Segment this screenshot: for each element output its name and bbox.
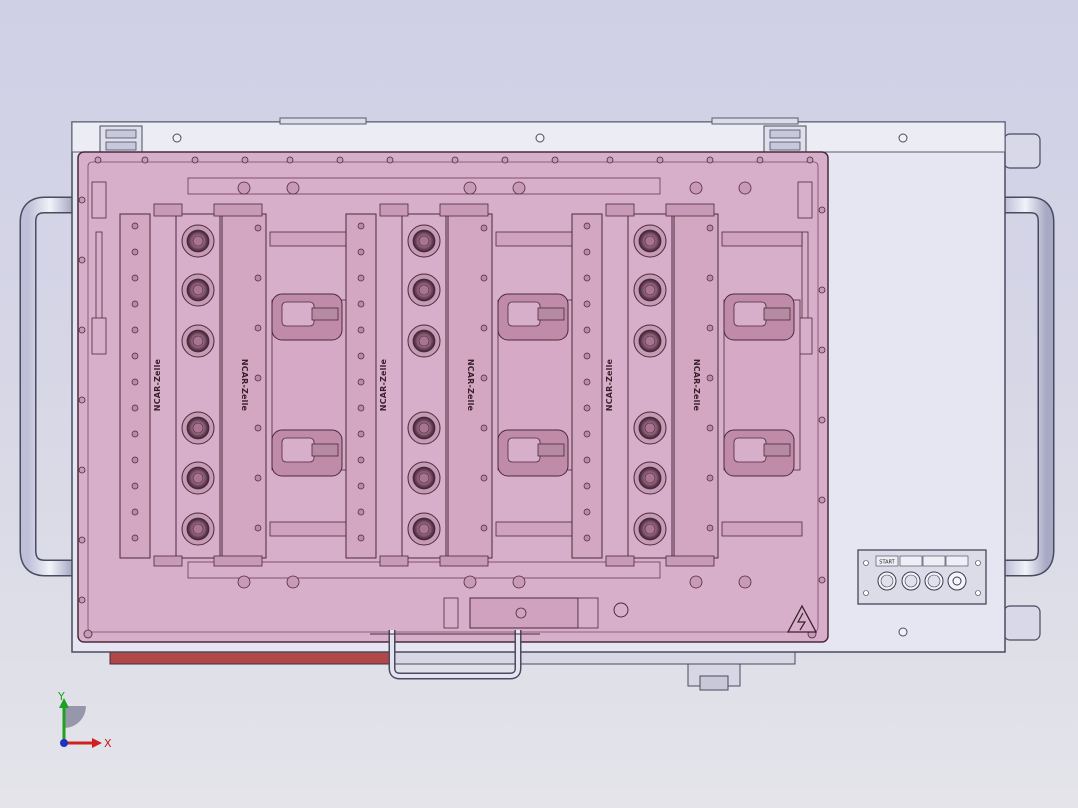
center-connector-block (443, 597, 629, 629)
front-tube-handle (370, 630, 540, 680)
cell-label: NCAR-Zelle (466, 359, 475, 412)
panel-button-3[interactable] (922, 555, 946, 591)
cell-module-1: NCAR-Zelle NCAR-Zelle (119, 181, 351, 589)
cell-label: NCAR-Zelle (379, 358, 388, 411)
axis-y-label: Y (57, 690, 65, 703)
start-button[interactable]: START (875, 555, 899, 591)
cell-label: NCAR-Zelle (153, 358, 162, 411)
plate-bolts (78, 156, 826, 639)
hinge-right (763, 125, 807, 155)
bottom-rail (109, 649, 796, 691)
cell-label: NCAR-Zelle (605, 358, 614, 411)
cell-module-2: NCAR-Zelle NCAR-Zelle (345, 181, 577, 589)
left-latch (91, 181, 107, 355)
cell-label: NCAR-Zelle (240, 359, 249, 412)
axis-triad: Y X (57, 690, 112, 750)
high-voltage-warning-icon (786, 604, 818, 633)
cell-label: NCAR-Zelle (692, 359, 701, 412)
left-carry-handle (19, 196, 72, 577)
panel-button-2[interactable] (899, 555, 923, 591)
hinge-left (99, 125, 143, 155)
panel-indicator-lamp[interactable] (945, 555, 969, 591)
axis-x-label: X (104, 737, 112, 750)
housing-screws (172, 133, 908, 637)
right-latch (797, 181, 813, 355)
cell-module-3: NCAR-Zelle NCAR-Zelle (571, 181, 803, 589)
control-panel: START (857, 549, 987, 605)
start-button-label: START (879, 560, 895, 566)
right-carry-handle (1003, 133, 1055, 641)
